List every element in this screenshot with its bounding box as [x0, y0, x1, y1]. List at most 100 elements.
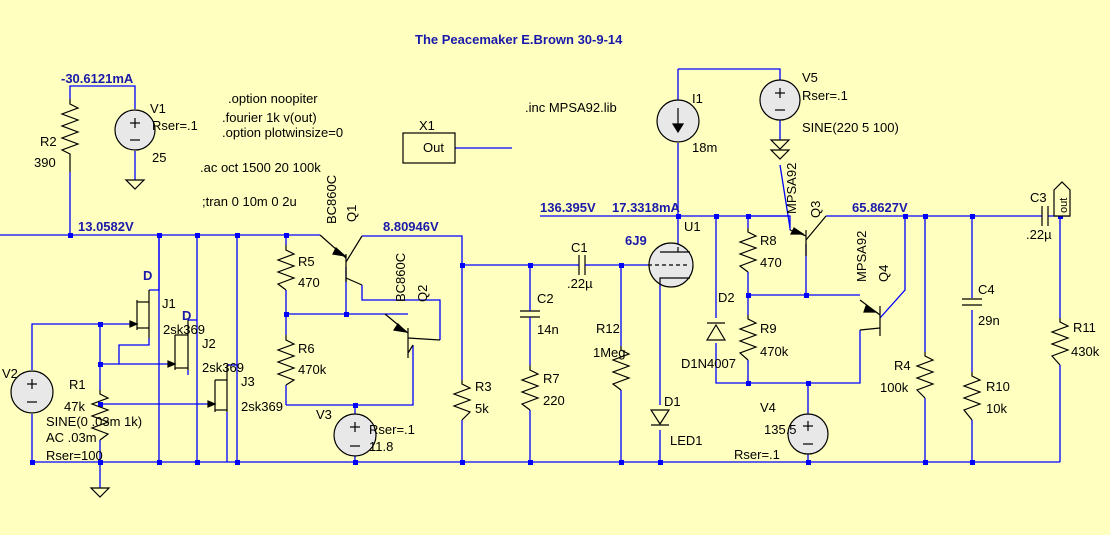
diode-d1-symbol[interactable] [649, 409, 671, 426]
v5-name: V5 [802, 70, 818, 85]
directive-inc: .inc MPSA92.lib [525, 100, 617, 115]
annotation-i-u1: 17.3318mA [612, 200, 681, 215]
triode-u1-symbol[interactable] [648, 242, 694, 288]
voltage-source-v3-symbol[interactable] [333, 413, 377, 457]
resistor-r9-symbol[interactable] [738, 315, 758, 361]
q2-model: BC860C [393, 253, 408, 302]
v1-value: 25 [152, 150, 166, 165]
jfet-j3-symbol[interactable] [207, 365, 228, 412]
r3-name: R3 [475, 379, 492, 394]
d2-model: D1N4007 [681, 356, 736, 371]
transistor-q3-symbol[interactable] [789, 215, 827, 256]
u1-model: 6J9 [625, 233, 647, 248]
c2-value: 14n [537, 322, 559, 337]
r11-name: R11 [1073, 320, 1096, 335]
r12-value: 1Meg [593, 345, 626, 360]
j3-name: J3 [241, 374, 255, 389]
resistor-r2-symbol[interactable] [60, 99, 80, 172]
resistor-r8-symbol[interactable] [738, 228, 758, 273]
r5-value: 470 [298, 275, 320, 290]
junction-dots [30, 214, 1063, 465]
resistor-r5-symbol[interactable] [276, 245, 296, 291]
v3-value: 11.8 [369, 439, 393, 454]
resistor-r10-symbol[interactable] [962, 372, 982, 421]
v4-rser: Rser=.1 [734, 447, 780, 462]
resistor-r3-symbol[interactable] [452, 380, 472, 421]
voltage-source-v1-symbol[interactable] [114, 109, 156, 151]
directive-noopiter: .option noopiter [228, 91, 318, 106]
voltage-source-v5-symbol[interactable] [759, 79, 801, 121]
annotation-v-q3: 65.8627V [852, 200, 908, 215]
r4-value: 100k [880, 380, 909, 395]
subcircuit-x1-symbol[interactable] [402, 132, 456, 164]
resistor-r6-symbol[interactable] [276, 335, 296, 386]
diode-d2-symbol[interactable] [705, 322, 727, 341]
v2-name: V2 [2, 366, 18, 381]
v1-name: V1 [150, 101, 166, 116]
d2-name: D2 [718, 290, 735, 305]
directive-ac: .ac oct 1500 20 100k [200, 160, 321, 175]
capacitor-c4-symbol[interactable] [962, 298, 982, 306]
q2-name: Q2 [415, 285, 430, 302]
j1-name: J1 [162, 296, 176, 311]
jfet-j1-symbol[interactable] [129, 290, 150, 338]
ground-icon [769, 139, 791, 160]
x1-label: Out [423, 140, 444, 155]
v2-value: SINE(0 .03m 1k) [46, 414, 142, 429]
d1-name: D1 [664, 394, 681, 409]
current-source-i1-symbol[interactable] [656, 99, 700, 143]
capacitor-c3-symbol[interactable] [1041, 206, 1049, 226]
r11-value: 430k [1071, 344, 1100, 359]
j2-model: 2sk369 [202, 360, 244, 375]
ground-icon [89, 487, 111, 498]
c2-name: C2 [537, 291, 554, 306]
u1-name: U1 [684, 219, 701, 234]
j1-model: 2sk369 [163, 322, 205, 337]
resistor-r7-symbol[interactable] [520, 365, 540, 411]
capacitor-c1-symbol[interactable] [575, 255, 590, 275]
r12-name: R12 [596, 321, 620, 336]
q3-name: Q3 [808, 201, 823, 218]
r10-name: R10 [986, 379, 1010, 394]
jfet-j2-symbol[interactable] [167, 320, 189, 370]
voltage-source-v2-symbol[interactable] [10, 370, 54, 414]
c1-name: C1 [571, 240, 588, 255]
capacitor-c2-symbol[interactable] [520, 300, 540, 325]
directive-plotwinsize: .option plotwinsize=0 [222, 125, 343, 140]
v3-name: V3 [316, 407, 332, 422]
j2-drain-label: D [182, 308, 191, 323]
output-port-symbol[interactable] [1053, 181, 1071, 217]
r10-value: 10k [986, 401, 1007, 416]
v4-value: 135.5 [764, 422, 797, 437]
directive-tran: ;tran 0 10m 0 2u [202, 194, 297, 209]
c1-value: .22µ [567, 276, 593, 291]
q1-name: Q1 [344, 205, 359, 222]
r5-name: R5 [298, 254, 315, 269]
r7-name: R7 [543, 371, 560, 386]
j1-drain-label: D [143, 268, 152, 283]
resistor-r12-symbol[interactable] [611, 346, 631, 391]
r4-name: R4 [894, 358, 911, 373]
x1-name: X1 [419, 118, 435, 133]
voltage-source-v4-symbol[interactable] [787, 413, 829, 455]
c4-name: C4 [978, 282, 995, 297]
annotation-v-rail: 13.0582V [78, 219, 134, 234]
ground-icon [124, 179, 146, 190]
q4-model: MPSA92 [854, 231, 869, 282]
d1-model: LED1 [670, 433, 703, 448]
r2-name: R2 [40, 134, 57, 149]
v1-rser: Rser=.1 [152, 118, 198, 133]
q1-model: BC860C [324, 175, 339, 224]
r8-name: R8 [760, 233, 777, 248]
transistor-q1-symbol[interactable] [319, 234, 363, 286]
i1-name: I1 [692, 91, 703, 106]
resistor-r11-symbol[interactable] [1050, 318, 1070, 366]
transistor-q4-symbol[interactable] [859, 299, 881, 336]
v5-rser: Rser=.1 [802, 88, 848, 103]
resistor-r1-symbol[interactable] [90, 390, 110, 441]
r1-value: 47k [64, 399, 85, 414]
resistor-r4-symbol[interactable] [915, 352, 935, 399]
j3-model: 2sk369 [241, 399, 283, 414]
transistor-q2-symbol[interactable] [384, 313, 441, 358]
